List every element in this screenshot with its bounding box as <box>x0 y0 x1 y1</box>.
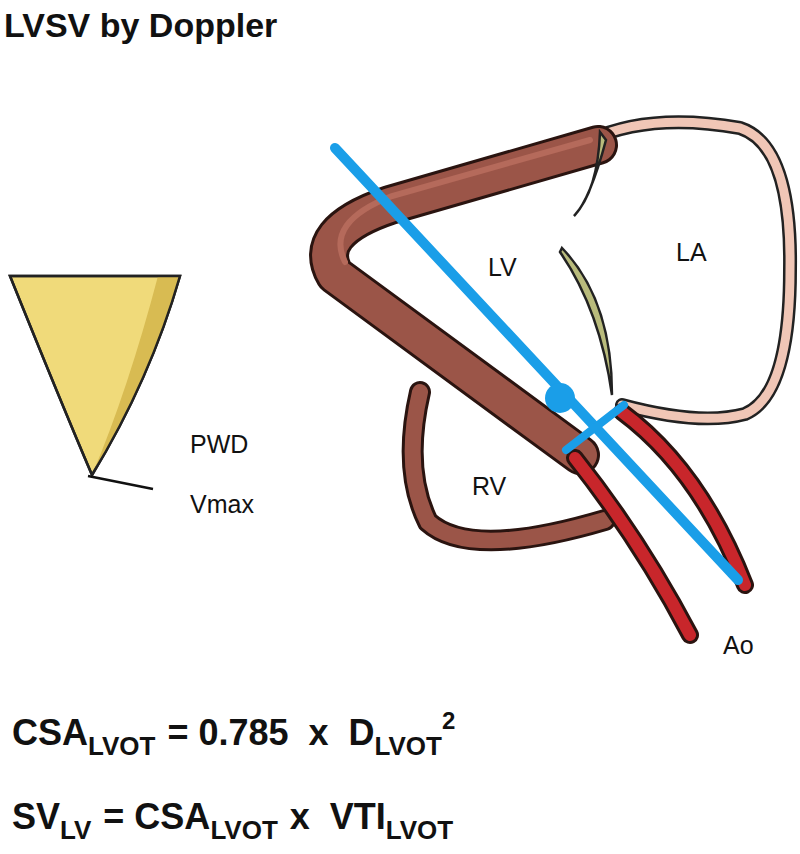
mitral-leaflet <box>574 132 606 216</box>
mitral-leaflet <box>560 248 612 395</box>
formula-subscript: LVOT <box>375 731 442 762</box>
aorta-wall <box>575 458 690 635</box>
envelope-outline <box>10 276 180 475</box>
doppler-label: PWD <box>190 432 248 457</box>
doppler-label: Vmax <box>190 492 254 517</box>
formula-line: SVLV= CSALVOTx VTILVOT <box>12 796 453 838</box>
doppler-beam <box>335 148 738 580</box>
formula-subscript: LVOT <box>210 815 277 846</box>
envelope-shade <box>92 276 180 475</box>
aorta-wall <box>622 412 745 585</box>
atrium-wall <box>590 122 790 418</box>
formula-term: SV <box>12 796 60 838</box>
atrium-outline <box>590 122 790 418</box>
lvot-diameter <box>566 405 624 450</box>
aorta-wall <box>575 458 690 635</box>
doppler-envelope <box>10 276 180 475</box>
formula-term: CSA <box>12 712 88 754</box>
formula-exponent: 2 <box>442 707 455 735</box>
sample-volume <box>545 383 575 413</box>
chamber-label: RV <box>472 474 506 499</box>
chamber-label: LA <box>676 240 707 265</box>
diagram-title: LVSV by Doppler <box>4 8 277 42</box>
formula-subscript: LV <box>60 815 91 846</box>
formula-line: CSALVOT= 0.785 x DLVOT2 <box>12 712 455 754</box>
formula-subscript: LVOT <box>386 815 453 846</box>
vessel-label: Ao <box>723 633 754 658</box>
formula-term: = 0.785 x D <box>167 712 374 754</box>
aorta-wall <box>622 412 745 585</box>
formula-term: x VTI <box>290 796 386 838</box>
leader-line <box>88 476 153 489</box>
chamber-label: LV <box>488 255 517 280</box>
formula-term: = CSA <box>103 796 210 838</box>
formula-subscript: LVOT <box>88 731 155 762</box>
